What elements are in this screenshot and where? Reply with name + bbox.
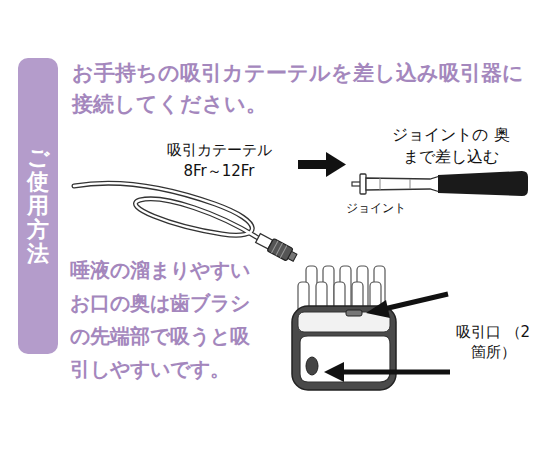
suction-catheter bbox=[74, 183, 298, 264]
suction-port bbox=[306, 357, 318, 375]
part-label: 吸引口 （2箇所） bbox=[452, 322, 534, 362]
section-tab: ご使用方法 bbox=[18, 58, 58, 354]
port-arrow bbox=[324, 362, 450, 382]
insert-arrow bbox=[298, 152, 346, 177]
section-heading: ご使用方法 bbox=[27, 146, 49, 267]
note-label: ジョイントの 奥まで差し込む bbox=[390, 124, 512, 168]
port-arrow bbox=[366, 294, 448, 318]
instruction-text: 唾液の溜まりやすい お口の奥は歯ブラシ の先端部で吸うと吸 引しやすいです。 bbox=[70, 254, 260, 386]
part-label: ジョイント bbox=[340, 201, 412, 216]
joint bbox=[352, 174, 440, 194]
part-label: 吸引カテーテル 8Fr～12Fr bbox=[160, 140, 278, 182]
suction-hose bbox=[438, 171, 528, 196]
suction-port bbox=[346, 310, 362, 316]
instruction-text: お手持ちの吸引カテーテルを差し込み吸引器に 接続してください。 bbox=[72, 58, 530, 120]
